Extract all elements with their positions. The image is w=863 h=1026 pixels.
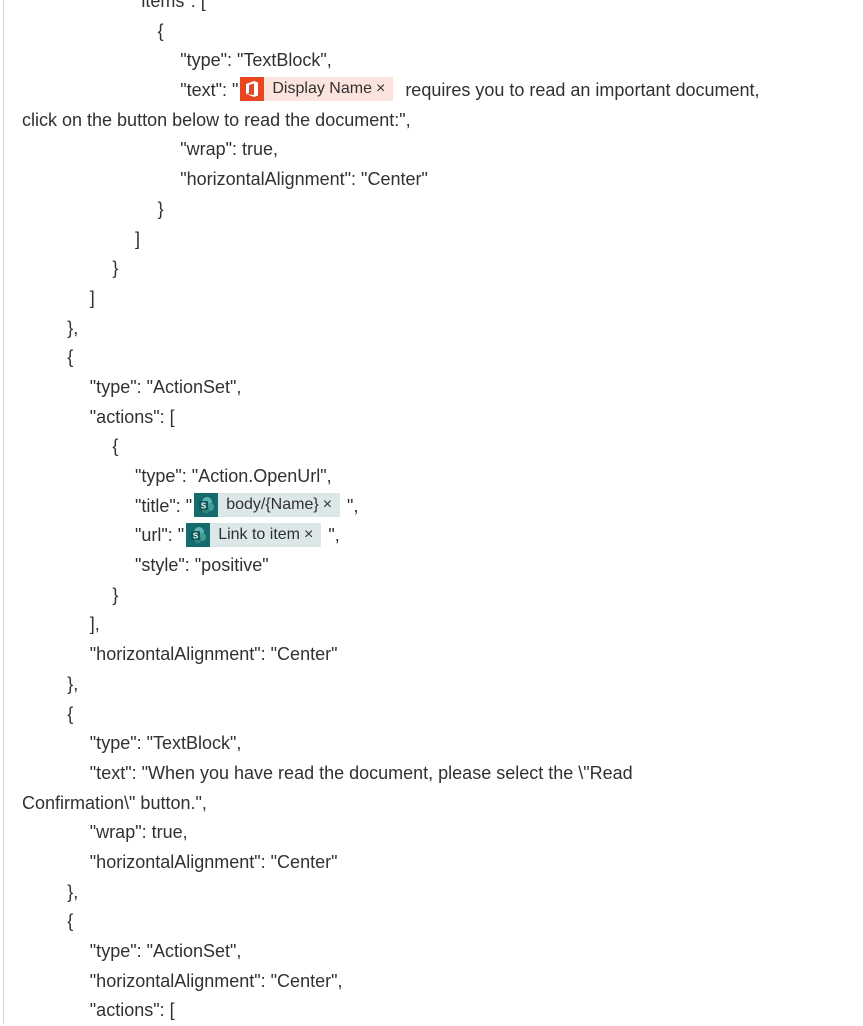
code-line[interactable]: }: [0, 254, 863, 284]
token-text: Display Name: [272, 80, 372, 98]
code-text: "wrap": true,: [180, 139, 279, 160]
code-text: "title": ": [135, 495, 193, 516]
code-text: ",: [323, 525, 340, 546]
code-line[interactable]: "type": "ActionSet",: [0, 937, 863, 967]
code-line[interactable]: "text": "When you have read the document…: [0, 759, 863, 789]
code-text: "horizontalAlignment": "Center": [89, 644, 338, 665]
code-text: }: [112, 584, 119, 605]
code-text: {: [67, 347, 74, 368]
code-line[interactable]: "horizontalAlignment": "Center": [0, 848, 863, 878]
code-text: }: [112, 258, 119, 279]
code-line[interactable]: {: [0, 17, 863, 47]
code-line[interactable]: }: [0, 581, 863, 611]
code-line[interactable]: "style": "positive": [0, 551, 863, 581]
code-line[interactable]: "type": "TextBlock",: [0, 729, 863, 759]
code-text: "horizontalAlignment": "Center",: [89, 970, 343, 991]
code-line[interactable]: "horizontalAlignment": "Center",: [0, 967, 863, 997]
token-label: Link to item×: [210, 520, 321, 550]
code-line[interactable]: }: [0, 195, 863, 225]
svg-text:S: S: [201, 501, 207, 510]
code-text: "actions": [: [89, 1000, 175, 1021]
code-line[interactable]: "wrap": true,: [0, 135, 863, 165]
code-line[interactable]: },: [0, 878, 863, 908]
code-line[interactable]: "text": " Display Name× requires you to r…: [0, 76, 863, 106]
code-text: {: [67, 911, 74, 932]
code-text: "style": "positive": [135, 555, 269, 576]
code-line[interactable]: {: [0, 700, 863, 730]
code-text: "type": "ActionSet",: [89, 941, 242, 961]
code-text: },: [67, 317, 79, 338]
code-line[interactable]: {: [0, 907, 863, 937]
token-label: Display Name×: [264, 74, 393, 104]
code-text: "actions": [: [89, 406, 175, 427]
code-text: "wrap": true,: [89, 822, 188, 843]
code-text: },: [67, 673, 79, 694]
code-text: "items": [: [135, 0, 206, 11]
code-text: },: [67, 881, 79, 902]
code-text: "horizontalAlignment": "Center": [180, 169, 428, 190]
editor-left-border: [3, 0, 4, 1024]
code-text: "text": "When you have read the document…: [89, 762, 633, 783]
remove-token-icon[interactable]: ×: [304, 525, 314, 543]
code-text: {: [157, 20, 164, 41]
code-text: ]: [135, 228, 141, 249]
code-text: "text": ": [180, 80, 239, 101]
code-line[interactable]: ],: [0, 610, 863, 640]
code-text: "type": "TextBlock",: [180, 50, 332, 71]
office-icon: [240, 77, 265, 102]
code-line[interactable]: "type": "TextBlock",: [0, 46, 863, 76]
code-line[interactable]: },: [0, 314, 863, 344]
code-line[interactable]: "horizontalAlignment": "Center": [0, 640, 863, 670]
code-text: "type": "ActionSet",: [89, 376, 242, 397]
code-line[interactable]: "items": [: [0, 0, 863, 17]
code-line[interactable]: ]: [0, 284, 863, 314]
token-label: body/{Name}×: [218, 490, 340, 520]
code-line[interactable]: ]: [0, 225, 863, 255]
code-line[interactable]: "type": "ActionSet",: [0, 373, 863, 403]
token-text: body/{Name}: [226, 496, 319, 514]
sharepoint-dynamic-content-token[interactable]: S Link to item×: [186, 520, 322, 550]
code-text: "horizontalAlignment": "Center": [89, 851, 338, 872]
office-dynamic-content-token[interactable]: Display Name×: [240, 74, 394, 104]
code-line[interactable]: "horizontalAlignment": "Center": [0, 165, 863, 195]
code-text: {: [112, 436, 119, 457]
code-text: ]: [89, 287, 95, 308]
code-text: {: [67, 703, 74, 724]
code-line[interactable]: click on the button below to read the do…: [0, 106, 863, 136]
code-line[interactable]: "type": "Action.OpenUrl",: [0, 462, 863, 492]
code-text: "url": ": [135, 525, 185, 546]
code-line[interactable]: "url": " S Link to item× ",: [0, 521, 863, 551]
code-text: ],: [89, 614, 100, 635]
code-text: }: [157, 198, 164, 219]
code-line[interactable]: {: [0, 432, 863, 462]
code-text: click on the button below to read the do…: [22, 109, 411, 130]
code-text: ",: [342, 495, 359, 516]
code-text: "type": "TextBlock",: [89, 733, 242, 754]
code-text: Confirmation\" button.",: [22, 792, 207, 813]
code-text: "type": "Action.OpenUrl",: [135, 466, 332, 486]
sharepoint-icon: S: [194, 492, 219, 517]
remove-token-icon[interactable]: ×: [375, 80, 386, 98]
code-line[interactable]: Confirmation\" button.",: [0, 789, 863, 819]
code-line[interactable]: "wrap": true,: [0, 818, 863, 848]
svg-text:S: S: [193, 531, 199, 540]
code-line[interactable]: "actions": [: [0, 996, 863, 1026]
token-text: Link to item: [218, 525, 300, 543]
code-line[interactable]: "actions": [: [0, 403, 863, 433]
code-line[interactable]: },: [0, 670, 863, 700]
sharepoint-icon: S: [186, 522, 211, 547]
code-line[interactable]: {: [0, 343, 863, 373]
code-text: requires you to read an important docume…: [395, 80, 760, 101]
remove-token-icon[interactable]: ×: [322, 496, 333, 514]
